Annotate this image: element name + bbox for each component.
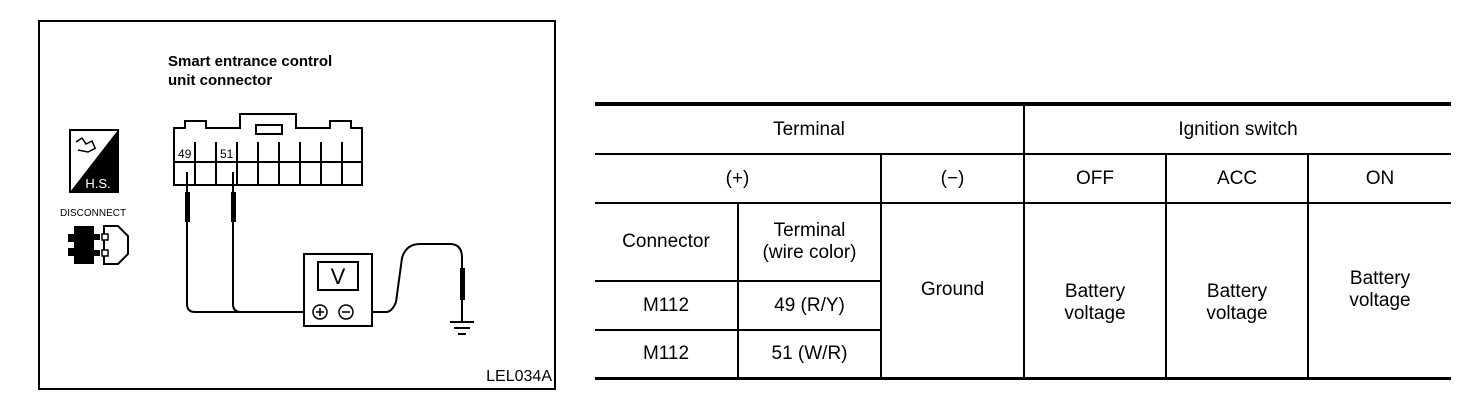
cell-off-value: Battery voltage — [1023, 203, 1166, 380]
hs-badge-text: H.S. — [85, 176, 110, 191]
cell-connector: M112 — [595, 281, 738, 331]
unit-connector — [173, 113, 363, 186]
cell-on-value: Battery voltage — [1307, 203, 1451, 380]
harness-icon: H.S. — [69, 129, 119, 193]
table-header-row-2: (+) (−) OFF ACC ON — [595, 154, 1451, 204]
header-terminal-wire-line-2: (wire color) — [762, 242, 857, 263]
table-header-row-1: Terminal Ignition switch — [595, 102, 1451, 155]
header-off: OFF — [1023, 154, 1166, 204]
table-header-row-3: Connector Terminal (wire color) Ground B… — [595, 203, 1451, 380]
test-leads — [185, 172, 465, 322]
table-row: M112 49 (R/Y) — [595, 281, 1451, 331]
disconnect-label: DISCONNECT — [60, 208, 127, 219]
header-terminal-wire-line-1: Terminal — [773, 220, 846, 241]
cell-acc-value: Battery voltage — [1165, 203, 1308, 380]
caption-line-1: Smart entrance control — [168, 53, 333, 70]
figure-id: LEL034A — [486, 368, 552, 385]
diagram-panel: H.S. 49 51 — [38, 20, 556, 390]
ground-icon — [450, 321, 474, 335]
header-ignition-switch: Ignition switch — [1023, 102, 1451, 155]
caption-line-2: unit connector — [168, 72, 273, 89]
header-terminal: Terminal — [595, 102, 1024, 155]
cell-terminal: 49 (R/Y) — [737, 281, 881, 331]
acc-value-line-2: voltage — [1206, 303, 1268, 325]
table-row: M112 51 (W/R) — [595, 330, 1451, 380]
acc-value-line-1: Battery — [1206, 281, 1268, 303]
header-connector: Connector — [595, 203, 738, 282]
on-value-line-1: Battery — [1349, 268, 1411, 290]
pin-label-51: 51 — [220, 147, 234, 161]
cell-connector: M112 — [595, 330, 738, 380]
cell-terminal: 51 (W/R) — [737, 330, 881, 380]
header-terminal-wire-color: Terminal (wire color) — [737, 203, 881, 282]
voltage-spec-table: Terminal Ignition switch (+) (−) OFF ACC… — [595, 102, 1451, 380]
header-on: ON — [1307, 154, 1451, 204]
header-plus: (+) — [595, 154, 881, 204]
connector-caption: Smart entrance control unit connector — [168, 52, 332, 90]
header-acc: ACC — [1165, 154, 1308, 204]
pin-label-49: 49 — [178, 147, 192, 161]
disconnect-connector-icon — [68, 225, 129, 265]
header-minus: (−) — [880, 154, 1024, 204]
off-value-line-2: voltage — [1064, 303, 1126, 325]
cell-ground: Ground — [880, 203, 1024, 380]
voltmeter-icon: V — [303, 253, 373, 327]
voltmeter-label: V — [331, 264, 346, 289]
wiring-diagram: H.S. 49 51 — [68, 113, 474, 335]
on-value-line-2: voltage — [1349, 290, 1411, 312]
off-value-line-1: Battery — [1064, 281, 1126, 303]
